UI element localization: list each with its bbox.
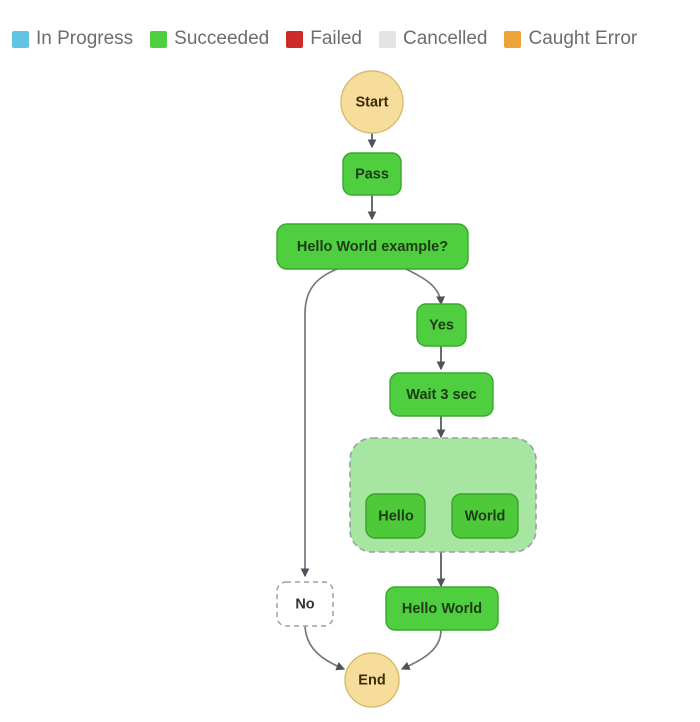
- legend-label-failed: Failed: [310, 28, 362, 49]
- node-no-shape[interactable]: [276, 581, 334, 627]
- legend-item-succeeded: Succeeded: [150, 29, 269, 49]
- node-choice[interactable]: Hello World example?: [276, 223, 469, 270]
- node-helloworld-shape[interactable]: [385, 586, 499, 631]
- node-yes-shape[interactable]: [416, 303, 467, 347]
- legend-swatch-cancelled: [378, 30, 396, 48]
- node-start[interactable]: Start: [340, 70, 404, 134]
- edge-no-to-end: [304, 623, 346, 671]
- edge-helloworld-to-end: [400, 629, 442, 670]
- node-helloworld[interactable]: Hello World: [385, 586, 499, 631]
- legend-label-caught-error: Caught Error: [528, 28, 638, 49]
- node-end-shape[interactable]: [344, 652, 400, 708]
- node-start-shape[interactable]: [340, 70, 404, 134]
- node-end[interactable]: End: [344, 652, 400, 708]
- legend-item-failed: Failed: [286, 29, 362, 49]
- legend-label-succeeded: Succeeded: [174, 28, 270, 49]
- node-wait-shape[interactable]: [389, 372, 494, 417]
- node-hello-shape[interactable]: [365, 493, 426, 539]
- legend-item-cancelled: Cancelled: [378, 28, 488, 49]
- node-world[interactable]: World: [451, 493, 519, 539]
- legend-item-in-progress: In Progress: [12, 29, 133, 49]
- node-choice-shape[interactable]: [276, 223, 469, 270]
- edge-choice-to-yes: [403, 267, 445, 306]
- legend-label-in-progress: In Progress: [36, 28, 134, 49]
- node-layer: Start Pass Hello World example? Yes Wait…: [276, 70, 519, 708]
- node-world-shape[interactable]: [451, 493, 519, 539]
- legend-swatch-failed: [286, 30, 304, 48]
- legend-swatch-in-progress: [12, 30, 29, 48]
- node-no[interactable]: No: [276, 581, 334, 627]
- state-machine-diagram[interactable]: Start Pass Hello World example? Yes Wait…: [0, 52, 700, 722]
- edge-choice-to-no: [300, 267, 341, 578]
- legend-item-caught-error: Caught Error: [504, 29, 637, 49]
- node-hello[interactable]: Hello: [365, 493, 426, 539]
- legend-swatch-succeeded: [150, 30, 168, 48]
- node-pass-shape[interactable]: [342, 152, 402, 196]
- legend-label-cancelled: Cancelled: [402, 28, 488, 49]
- node-wait[interactable]: Wait 3 sec: [389, 372, 494, 417]
- status-legend: In Progress Succeeded Failed Cancelled C…: [12, 24, 692, 54]
- node-yes[interactable]: Yes: [416, 303, 467, 347]
- node-pass[interactable]: Pass: [342, 152, 402, 196]
- legend-swatch-caught-error: [504, 30, 522, 48]
